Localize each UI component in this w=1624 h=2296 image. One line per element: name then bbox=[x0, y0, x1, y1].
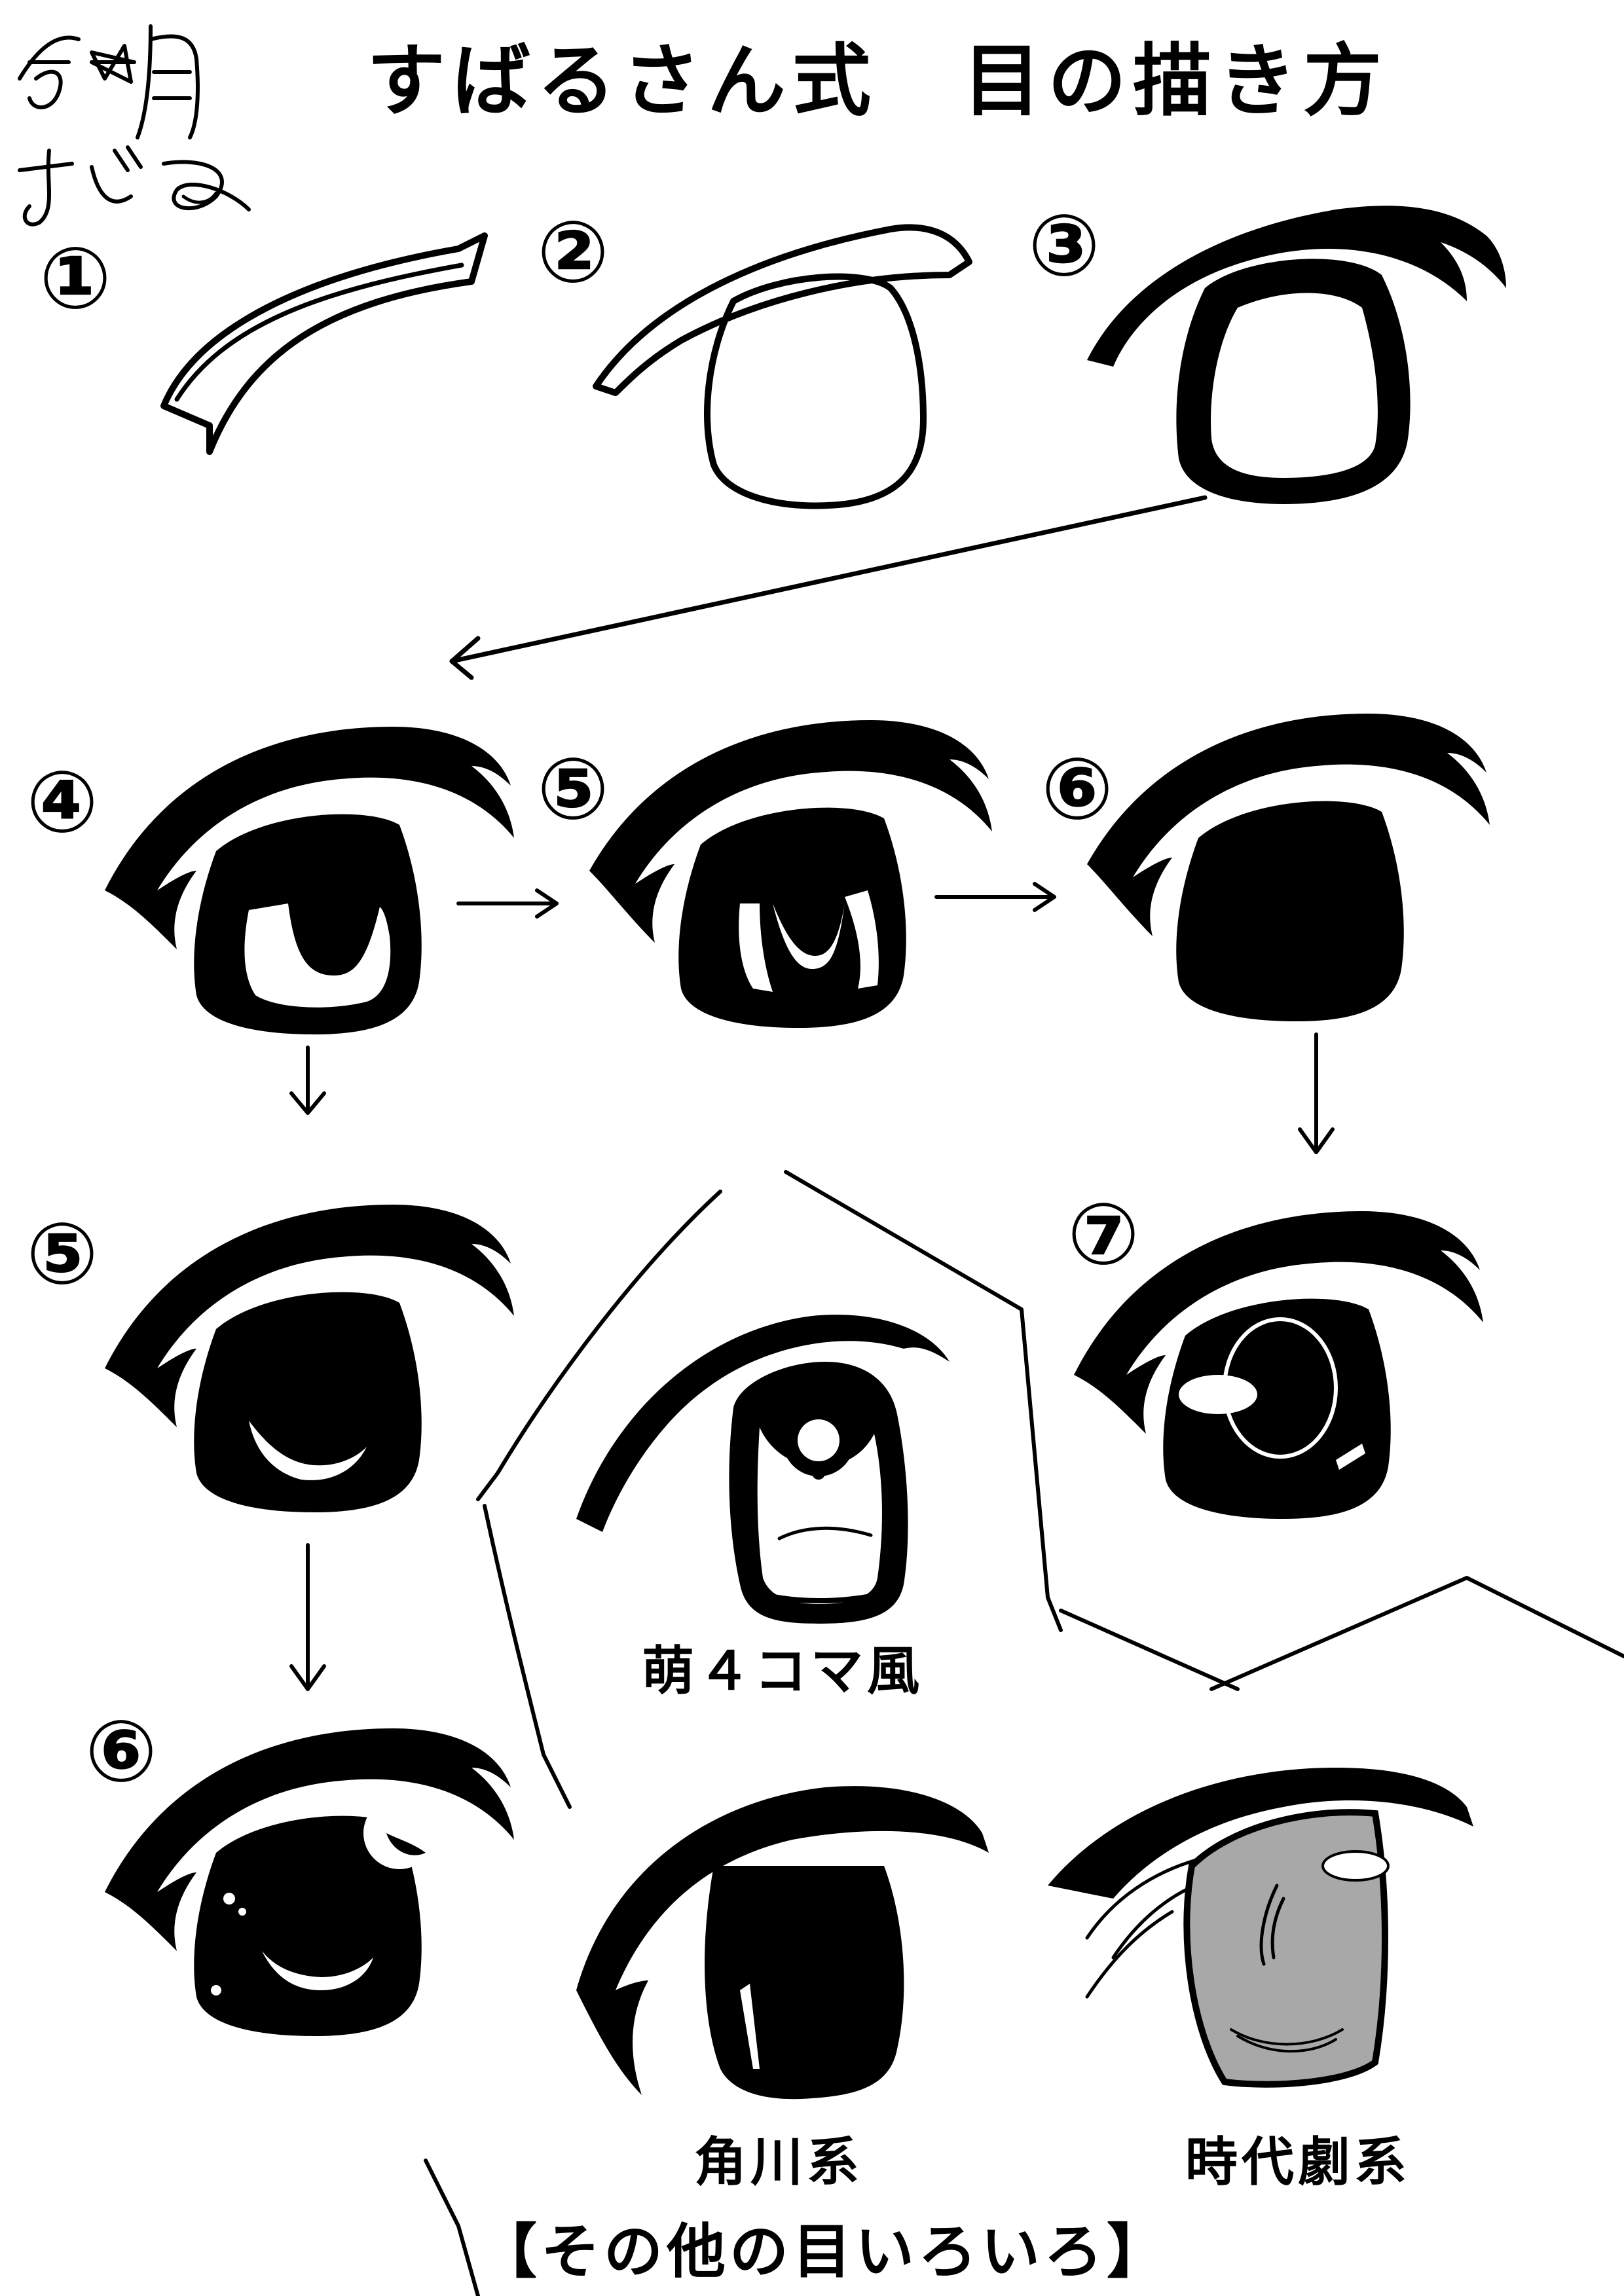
step-label-1: ① bbox=[39, 228, 111, 328]
step-label-5-top: ⑤ bbox=[537, 739, 609, 839]
step-6-left-eye-highlight bbox=[105, 1728, 514, 2036]
svg-text:③: ③ bbox=[1028, 196, 1100, 295]
flow-arrow-step6-to-step7 bbox=[1298, 1032, 1335, 1154]
jidaigeki-style-eye: 時代劇系 bbox=[1048, 1768, 1473, 2193]
flow-arrow-step4-to-step5 bbox=[456, 888, 559, 919]
svg-text:⑥: ⑥ bbox=[1041, 739, 1113, 839]
step-7-finished-eye bbox=[1074, 1211, 1483, 1519]
step-2-eye-outline bbox=[593, 224, 972, 509]
svg-text:⑦: ⑦ bbox=[1067, 1184, 1139, 1284]
flow-arrow-step4-to-step5-left bbox=[289, 1046, 326, 1115]
footer-caption: 【その他の目いろいろ】 bbox=[478, 2217, 1170, 2286]
step-1-eyelid-guide bbox=[160, 232, 488, 455]
step-label-7: ⑦ bbox=[1067, 1184, 1139, 1284]
page-title: すばるさん式 目の描き方 bbox=[367, 36, 1388, 127]
step-3-thick-outline bbox=[1087, 206, 1506, 504]
step-4-eye-pupil bbox=[105, 727, 514, 1034]
label-jidaigeki: 時代劇系 bbox=[1185, 2132, 1411, 2193]
kadokawa-style-eye: 角川系 bbox=[576, 1786, 989, 2193]
flow-arrow-step5-to-step6 bbox=[934, 882, 1056, 912]
step-5-eye-shading bbox=[589, 720, 992, 1028]
artist-signature bbox=[18, 24, 251, 227]
svg-text:⑤: ⑤ bbox=[537, 739, 609, 839]
step-label-6-left: ⑥ bbox=[85, 1702, 157, 1801]
svg-text:⑥: ⑥ bbox=[85, 1702, 157, 1801]
panel-divider-lines bbox=[424, 1504, 1624, 2296]
step-label-3: ③ bbox=[1028, 196, 1100, 295]
svg-text:①: ① bbox=[39, 228, 111, 328]
step-label-2: ② bbox=[537, 202, 609, 302]
label-moe-4koma: 萌４コマ風 bbox=[642, 1641, 923, 1702]
moe-4koma-style-panel: 萌４コマ風 bbox=[476, 1170, 1063, 1702]
svg-text:⑤: ⑤ bbox=[26, 1204, 98, 1303]
step-5-left-eye-variant bbox=[105, 1205, 514, 1512]
step-6-eye-hatching bbox=[1087, 714, 1490, 1021]
step-label-6-top: ⑥ bbox=[1041, 739, 1113, 839]
svg-text:②: ② bbox=[537, 202, 609, 302]
step-label-5-left: ⑤ bbox=[26, 1204, 98, 1303]
label-kadokawa: 角川系 bbox=[694, 2132, 863, 2193]
step-label-4: ④ bbox=[26, 752, 98, 852]
svg-text:④: ④ bbox=[26, 752, 98, 852]
flow-arrow-step3-to-step4 bbox=[449, 495, 1208, 680]
flow-arrow-step5-to-step6-left bbox=[289, 1543, 326, 1691]
